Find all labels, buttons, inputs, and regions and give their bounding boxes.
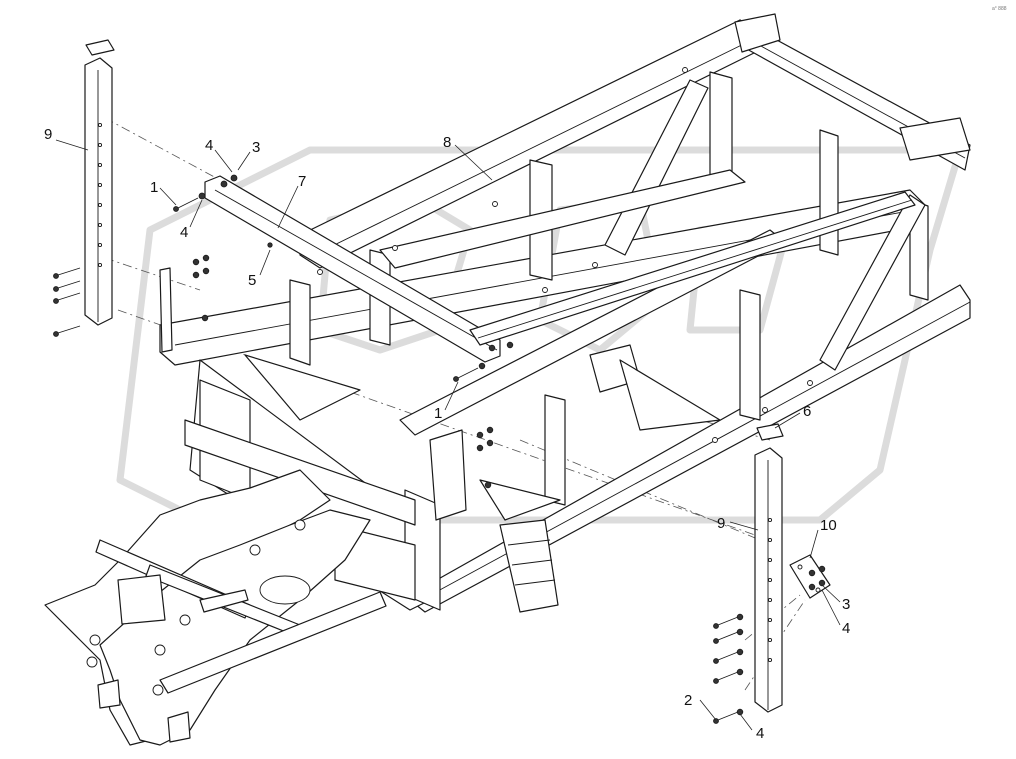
- callout-3-right: 3: [842, 596, 850, 613]
- callout-4-left: 4: [180, 224, 188, 241]
- callout-2: 2: [684, 692, 692, 709]
- callout-3-top: 3: [252, 139, 260, 156]
- callout-9-left: 9: [44, 126, 52, 143]
- callout-1-left: 1: [150, 179, 158, 196]
- callout-9-right: 9: [717, 515, 725, 532]
- callout-1-middle: 1: [434, 405, 442, 422]
- fasteners: [53, 174, 826, 724]
- callout-10: 10: [820, 517, 837, 534]
- upright-tube-left: [84, 39, 115, 326]
- callout-4-top: 4: [205, 137, 213, 154]
- upright-tube-right: [754, 423, 784, 713]
- callout-4-right: 4: [842, 620, 850, 637]
- main-frame: [159, 13, 971, 613]
- callout-4-bottom: 4: [756, 725, 764, 742]
- callout-8: 8: [443, 134, 451, 151]
- callout-7: 7: [298, 173, 306, 190]
- callout-5: 5: [248, 272, 256, 289]
- hitch-plates: [44, 469, 387, 746]
- clamp-plate: [789, 554, 831, 599]
- leader-lines: [55, 139, 841, 731]
- callout-labels: 9 4 3 1 4 7 8 5 1 6 9 10 3 4 2 4: [44, 126, 850, 742]
- callout-6: 6: [803, 403, 811, 420]
- corner-mark: a° 888: [992, 6, 1007, 12]
